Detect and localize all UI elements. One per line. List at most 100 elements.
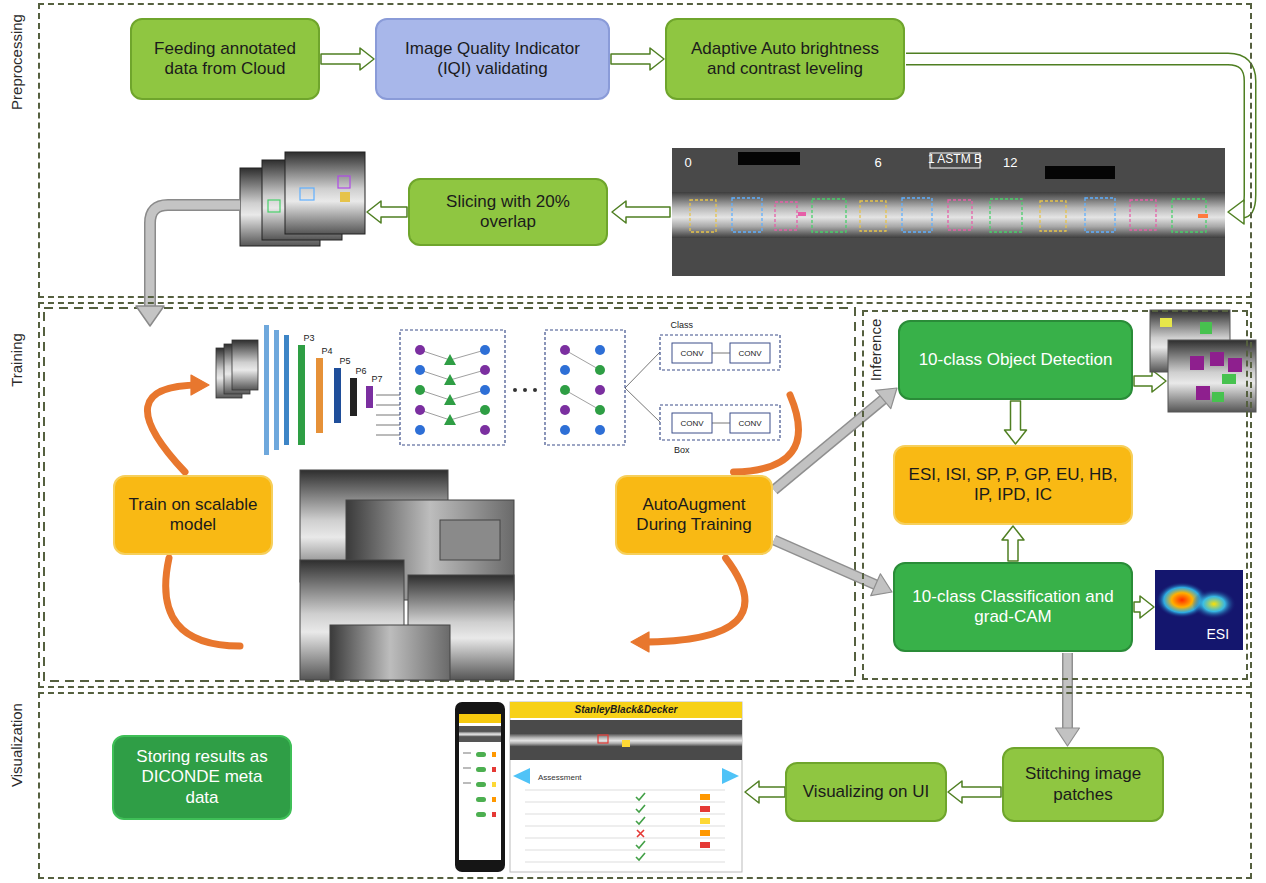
phone-mockup-part	[459, 714, 501, 723]
detection-thumbnails-part	[1212, 392, 1224, 402]
network-diagram-part	[274, 330, 279, 450]
hollow-arrow	[948, 781, 1001, 803]
box-text: Stitching image patches	[1014, 764, 1152, 805]
hollow-arrow	[611, 48, 664, 70]
process-box: Stitching image patches	[1002, 747, 1164, 822]
radiograph-strip-part	[1198, 214, 1208, 218]
feature-level-label: P6	[356, 366, 367, 376]
box-text: 10-class Classification and grad-CAM	[905, 587, 1121, 628]
process-box: Feeding annotated data from Cloud	[130, 18, 320, 100]
flow-connector	[166, 558, 745, 652]
network-diagram-part	[730, 343, 770, 363]
process-box: Storing results as DICONDE meta data	[112, 735, 292, 820]
gradcam-heatmap-part	[1155, 570, 1243, 650]
grey-arrow-part	[150, 205, 240, 308]
desktop-ui-mockup-part	[510, 720, 742, 760]
ui-heading: Assessment	[538, 773, 582, 782]
augmented-image-mosaic-part	[440, 520, 500, 560]
head-label: Box	[674, 445, 690, 455]
radiograph-strip-part	[672, 192, 1225, 238]
box-text: Image Quality Indicator (IQI) validating	[387, 39, 598, 80]
illustration-part-part	[1040, 201, 1066, 231]
flow-connector	[321, 48, 374, 70]
thick-arrow-outline	[774, 398, 885, 490]
illustration-part-part	[595, 425, 605, 435]
desktop-ui-mockup-part	[700, 794, 710, 800]
gradcam-heatmap-part	[1192, 589, 1236, 619]
phone-mockup-part	[492, 812, 496, 817]
illustration-part-part	[525, 862, 725, 863]
illustration-part-part	[376, 405, 400, 406]
illustration-part-part	[415, 365, 425, 375]
phone-mockup-part	[492, 767, 496, 772]
radiograph-strip	[672, 148, 1225, 276]
training-frame	[44, 308, 855, 681]
hollow-arrow	[1005, 401, 1027, 444]
illustration-part-part	[636, 853, 645, 860]
network-diagram-part	[264, 325, 269, 455]
box-text: Visualizing on UI	[803, 782, 929, 802]
network-diagram-part	[400, 330, 505, 445]
desktop-ui-mockup-part	[513, 768, 530, 784]
box-text: Slicing with 20% overlap	[420, 192, 596, 233]
hollow-arrow-part	[1134, 370, 1166, 392]
illustration-part-part	[636, 805, 645, 812]
network-diagram-part	[366, 386, 373, 408]
phone-mockup-part	[476, 752, 486, 757]
thick-arrow	[774, 398, 885, 490]
illustration-part	[415, 345, 605, 435]
illustration-part-part	[560, 385, 570, 395]
illustration-part-part	[595, 345, 605, 355]
network-diagram-part	[298, 345, 305, 445]
network-diagram-part	[350, 378, 357, 416]
flow-connector	[774, 388, 897, 490]
box-text: Adaptive Auto brightness and contrast le…	[677, 39, 893, 80]
illustration-part-part	[1085, 198, 1115, 232]
illustration-part-part	[625, 388, 660, 422]
illustration-part-part	[480, 385, 490, 395]
network-diagram-part	[660, 335, 780, 370]
network-diagram-part	[316, 358, 323, 433]
illustration-part-part	[444, 394, 456, 405]
illustration-part-part	[376, 395, 400, 396]
detection-thumbnails-part	[1168, 340, 1256, 412]
arrow-head	[631, 632, 649, 652]
desktop-ui-mockup	[510, 702, 742, 872]
illustration-part-part	[444, 374, 456, 385]
desktop-ui-mockup-part	[598, 735, 608, 743]
feature-level-label: P5	[340, 356, 351, 366]
flow-connector	[1005, 401, 1027, 444]
flow-connector	[1056, 653, 1080, 746]
radiograph-strip-part	[1045, 166, 1115, 179]
phone-mockup-part	[463, 767, 471, 769]
phone-mockup-part	[476, 767, 486, 772]
slice-stack-part	[300, 188, 314, 200]
flow-connector	[948, 781, 1001, 803]
desktop-ui-mockup-part	[700, 818, 710, 824]
phone-mockup-part	[492, 797, 496, 802]
phone-mockup-part	[459, 731, 501, 737]
illustration-part-part	[595, 365, 605, 375]
section-label: Preprocessing	[8, 14, 26, 110]
radiograph-strip-part	[798, 212, 806, 216]
scale-number: 12	[1003, 156, 1017, 171]
illustration-part-part	[565, 350, 600, 370]
desktop-ui-mockup-part	[510, 702, 742, 718]
illustration-part-part	[560, 425, 570, 435]
illustration-part-part	[415, 345, 425, 355]
iqi-marker: 1 ASTM B	[928, 153, 982, 167]
class-tag: ESI	[1207, 626, 1230, 642]
illustration-part	[525, 790, 725, 862]
phone-mockup-part	[476, 812, 486, 817]
process-box: Visualizing on UI	[785, 762, 947, 822]
feature-level-label: P3	[304, 333, 315, 343]
section-band: TrainingTrain on scalable modelAutoAugme…	[38, 302, 1252, 688]
illustration-part-part	[525, 814, 725, 815]
illustration-part-part	[513, 388, 517, 392]
desktop-ui-mockup-part	[622, 740, 630, 747]
illustration-part-part	[636, 817, 645, 824]
network-diagram	[216, 325, 780, 455]
phone-mockup-part	[492, 782, 496, 787]
phone-mockup-part	[459, 714, 501, 860]
section-band: PreprocessingFeeding annotated data from…	[38, 3, 1252, 298]
